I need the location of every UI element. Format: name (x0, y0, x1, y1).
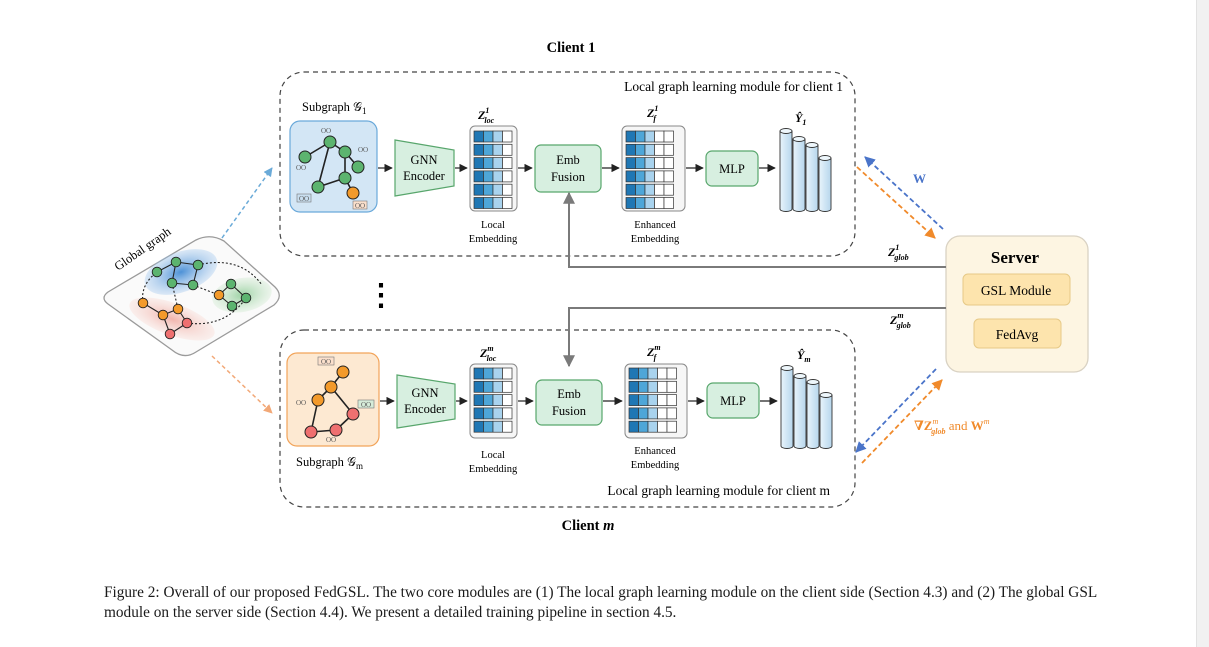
vertical-ellipsis: ⋮ (366, 279, 396, 312)
zloc1-caption-line1: Local (481, 220, 505, 231)
server-title: Server (991, 248, 1040, 267)
svg-text:OO: OO (296, 399, 306, 407)
svg-text:OO: OO (361, 401, 371, 409)
zlocm-caption-line1: Local (481, 450, 505, 461)
clientm-module-border (279, 329, 856, 508)
zf1-caption-line1: Enhanced (634, 220, 676, 231)
zloc1-matrix (473, 130, 513, 209)
mlpm (706, 382, 760, 419)
client1-module-border (279, 71, 856, 257)
zloc1-caption-line2: Embedding (469, 234, 518, 245)
server-fedavg (973, 318, 1062, 349)
global-graph (103, 236, 280, 357)
gnn-encoderm-line1: GNN (411, 386, 438, 400)
emb-fusionm-line2: Fusion (552, 404, 587, 418)
outputm-cylinders (780, 365, 833, 449)
svg-text:OO: OO (326, 436, 336, 444)
subgraph1-badges: OO OO OO OO OO (296, 127, 368, 210)
mlp1 (705, 150, 759, 187)
zglobm-path (563, 307, 946, 368)
svg-text:OO: OO (321, 127, 331, 135)
mlp1-label: MLP (719, 162, 745, 176)
emb-fusion1-line1: Emb (556, 153, 580, 167)
scrollbar[interactable] (1196, 0, 1209, 647)
svg-text:OO: OO (299, 195, 309, 203)
yhat1-label: Ŷ1 (795, 111, 806, 127)
server-gsl-module (962, 273, 1071, 306)
subgraphm-nodes (304, 365, 360, 439)
subgraph1-label: Subgraph 𝒢1 (302, 100, 366, 116)
emb-fusion1-line2: Fusion (551, 170, 586, 184)
zfm-caption-line2: Embedding (631, 460, 680, 471)
server-gsl-module-label: GSL Module (981, 283, 1051, 298)
grad-arrow-clientm-to-server (861, 379, 943, 464)
subgraphm-label: Subgraph 𝒢m (296, 455, 363, 471)
arrow-global-to-clientm (211, 355, 273, 414)
zlocm-caption-line2: Embedding (469, 464, 518, 475)
gnn-encoder1-line1: GNN (410, 153, 437, 167)
zf1-caption-line2: Embedding (631, 234, 680, 245)
svg-text:OO: OO (355, 202, 365, 210)
zfm-matrix (628, 367, 677, 433)
client1-title: Client 1 (547, 40, 596, 56)
mlpm-label: MLP (720, 394, 746, 408)
w-label: W (913, 171, 926, 186)
output1-cylinders (779, 128, 832, 212)
w-arrow-server-to-client1 (864, 156, 944, 230)
clientm-module-label: Local graph learning module for client m (607, 483, 830, 498)
svg-text:OO: OO (358, 146, 368, 154)
zfm-caption-line1: Enhanced (634, 446, 676, 457)
fedgsl-diagram: Client 1 Local graph learning module for… (103, 40, 1089, 534)
zlocm-matrix (473, 367, 513, 433)
grad-arrow-server-to-clientm (855, 368, 937, 453)
subgraphm-box (286, 352, 380, 447)
yhatm-label: Ŷm (797, 348, 811, 364)
subgraph1-nodes (298, 135, 365, 200)
zglob1-path (563, 191, 946, 268)
gnn-encoder1 (394, 139, 455, 197)
emb-fusionm (535, 379, 603, 426)
subgraphm-badges: OO OO OO OO (296, 356, 375, 444)
gnn-encoderm (396, 374, 456, 429)
emb-fusionm-line1: Emb (557, 387, 581, 401)
svg-text:OO: OO (321, 358, 331, 366)
client1-module-label: Local graph learning module for client 1 (624, 79, 843, 94)
arrow-global-to-client1 (221, 167, 273, 239)
gnn-encoderm-line2: Encoder (404, 402, 446, 416)
figure-caption: Figure 2: Overall of our proposed FedGSL… (104, 584, 1097, 621)
w-arrow-client1-to-server (856, 166, 936, 239)
clientm-title: Client m (562, 518, 615, 534)
gnn-encoder1-line2: Encoder (403, 169, 445, 183)
svg-text:OO: OO (296, 164, 306, 172)
zf1-matrix (625, 130, 674, 209)
server-fedavg-label: FedAvg (996, 327, 1039, 342)
